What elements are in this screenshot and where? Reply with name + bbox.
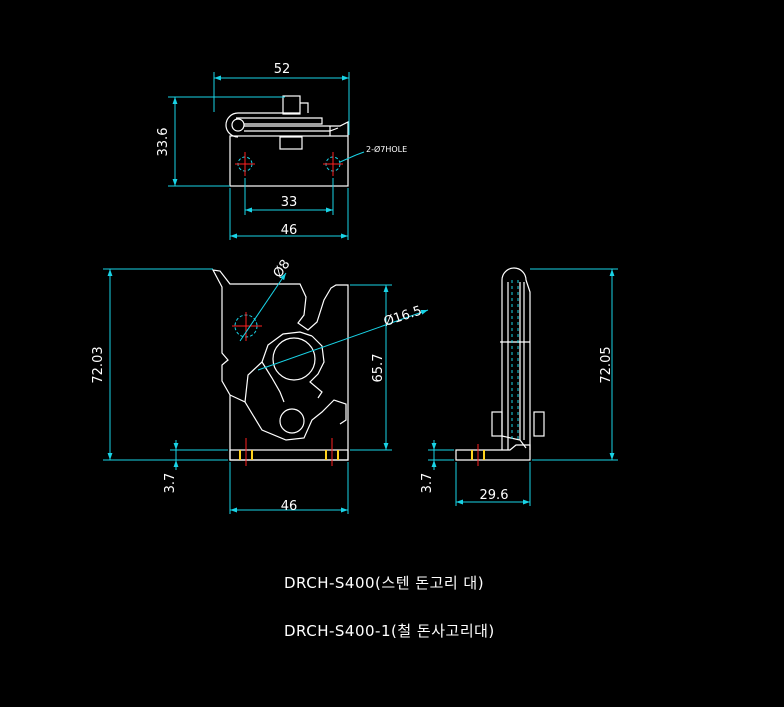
hole-note: 2-Ø7HOLE (366, 144, 407, 154)
front-view: 72.03 Ø8 Ø16.5 65.7 3.7 46 (91, 257, 429, 514)
dim-front-width: 46 (281, 499, 298, 514)
front-view-dimensions (103, 268, 429, 514)
dim-front-base-thk: 3.7 (163, 473, 178, 494)
side-view-hidden (471, 280, 519, 466)
dim-top-hole-spacing: 33 (281, 195, 298, 210)
top-view-holes (235, 152, 343, 176)
dim-side-height: 72.05 (599, 346, 614, 383)
caption-model-2: DRCH-S400-1(철 돈사고리대) (284, 622, 495, 640)
dim-slot-dia: Ø16.5 (382, 303, 424, 329)
dim-hole-dia: Ø8 (271, 257, 294, 281)
side-view-dimensions (428, 268, 618, 506)
dim-side-width: 29.6 (480, 488, 509, 503)
side-view: 72.05 3.7 29.6 (420, 267, 618, 506)
dim-front-height: 72.03 (91, 346, 106, 383)
caption-model-1: DRCH-S400(스텐 돈고리 대) (284, 574, 485, 592)
top-view: 52 33.6 33 46 2-Ø7HOLE (156, 62, 407, 240)
front-view-centers (232, 312, 339, 466)
dim-top-height: 33.6 (156, 128, 171, 157)
side-view-outline (455, 267, 545, 461)
front-view-outline (211, 269, 349, 461)
dim-top-base: 46 (281, 223, 298, 238)
top-view-dimensions (168, 72, 365, 240)
top-view-outline (225, 95, 349, 187)
dim-side-base-thk: 3.7 (420, 473, 435, 494)
dim-front-inner-height: 65.7 (371, 354, 386, 383)
dim-top-width: 52 (274, 62, 291, 77)
